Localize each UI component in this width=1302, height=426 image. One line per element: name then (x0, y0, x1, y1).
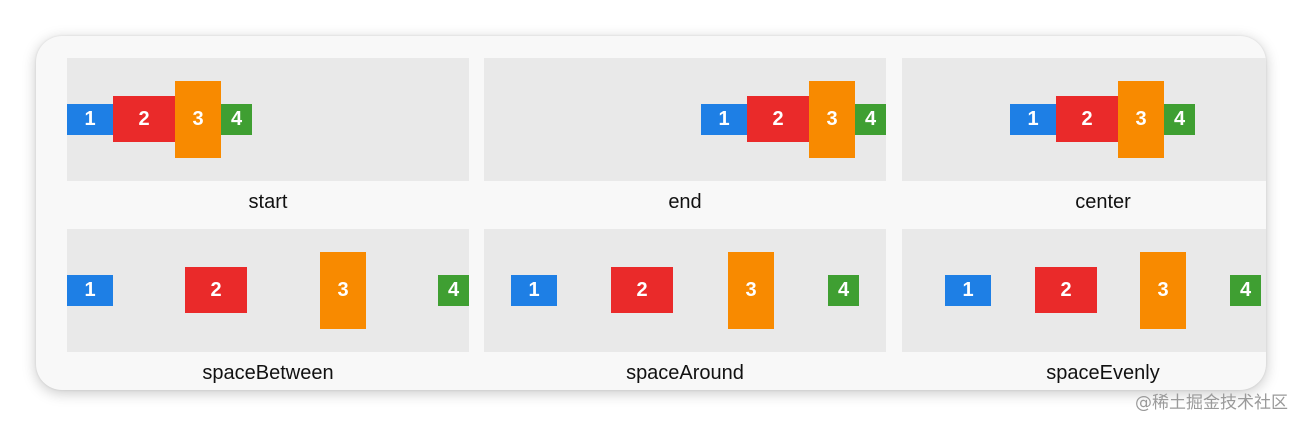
box-2: 2 (1056, 96, 1118, 142)
panel-label: spaceBetween (202, 362, 334, 384)
box-2: 2 (611, 267, 673, 313)
panel-label: start (248, 191, 288, 213)
box-1: 1 (701, 104, 747, 135)
box-4: 4 (438, 275, 469, 306)
panel-label: center (1075, 191, 1131, 213)
box-2: 2 (747, 96, 809, 142)
box-4: 4 (828, 275, 859, 306)
demo-area: 1 2 3 4 (67, 58, 469, 181)
box-3: 3 (1140, 252, 1186, 329)
box-1: 1 (511, 275, 557, 306)
box-3: 3 (1118, 81, 1164, 158)
demo-area: 1 2 3 4 (902, 229, 1266, 352)
box-2: 2 (113, 96, 175, 142)
box-1: 1 (1010, 104, 1056, 135)
box-4: 4 (1164, 104, 1195, 135)
box-4: 4 (1230, 275, 1261, 306)
box-3: 3 (809, 81, 855, 158)
box-3: 3 (175, 81, 221, 158)
panel-label: end (668, 191, 702, 213)
box-2: 2 (1035, 267, 1097, 313)
panel-label: spaceAround (626, 362, 744, 384)
demo-area: 1 2 3 4 (484, 58, 886, 181)
box-2: 2 (185, 267, 247, 313)
box-1: 1 (67, 275, 113, 306)
box-1: 1 (67, 104, 113, 135)
demo-area: 1 2 3 4 (484, 229, 886, 352)
panel-label: spaceEvenly (1046, 362, 1160, 384)
box-3: 3 (320, 252, 366, 329)
watermark: @稀土掘金技术社区 (1135, 393, 1288, 413)
demo-area: 1 2 3 4 (902, 58, 1266, 181)
justify-content-demo-card: 1 2 3 4 start 1 2 3 4 end 1 2 3 4 center… (36, 36, 1266, 390)
box-4: 4 (221, 104, 252, 135)
box-4: 4 (855, 104, 886, 135)
box-1: 1 (945, 275, 991, 306)
demo-area: 1 2 3 4 (67, 229, 469, 352)
box-3: 3 (728, 252, 774, 329)
